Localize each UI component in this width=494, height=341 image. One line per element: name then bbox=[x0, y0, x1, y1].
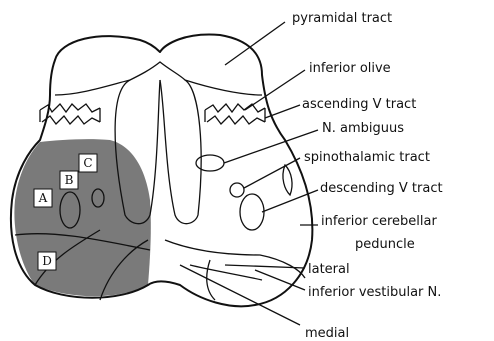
label-peduncle: peduncle bbox=[355, 237, 415, 252]
right-ambiguus bbox=[230, 183, 244, 197]
label-n-ambiguus: N. ambiguus bbox=[322, 121, 404, 136]
label-lateral: lateral bbox=[308, 262, 350, 277]
region-c: C bbox=[79, 154, 97, 172]
region-a: A bbox=[34, 189, 52, 207]
label-inferior-olive: inferior olive bbox=[309, 61, 391, 76]
svg-text:C: C bbox=[83, 156, 92, 170]
svg-text:D: D bbox=[42, 254, 52, 268]
svg-text:B: B bbox=[65, 173, 74, 187]
label-pyramidal-tract: pyramidal tract bbox=[292, 11, 392, 26]
label-ascending-v-tract: ascending V tract bbox=[302, 97, 416, 112]
label-medial: medial bbox=[305, 326, 349, 341]
label-descending-v-tract: descending V tract bbox=[320, 181, 443, 196]
pyramid-right bbox=[160, 80, 201, 224]
region-b: B bbox=[60, 171, 78, 189]
label-inferior-vestibular: inferior vestibular N. bbox=[308, 285, 441, 300]
leader-pyramidal-tract bbox=[225, 22, 285, 65]
right-spinothalamic bbox=[283, 165, 292, 195]
inferior-olive-right bbox=[205, 104, 265, 124]
region-d: D bbox=[38, 252, 56, 270]
inferior-olive-left bbox=[40, 104, 100, 124]
pyramid-top bbox=[55, 62, 262, 95]
vestibular-right-lines bbox=[165, 240, 305, 300]
right-descending-v bbox=[240, 194, 264, 230]
label-inferior-cerebellar: inferior cerebellar bbox=[321, 214, 437, 229]
label-spinothalamic-tract: spinothalamic tract bbox=[304, 150, 430, 165]
right-ascending-v bbox=[196, 155, 224, 171]
svg-text:A: A bbox=[38, 191, 48, 205]
leader-inferior-olive bbox=[245, 70, 305, 110]
